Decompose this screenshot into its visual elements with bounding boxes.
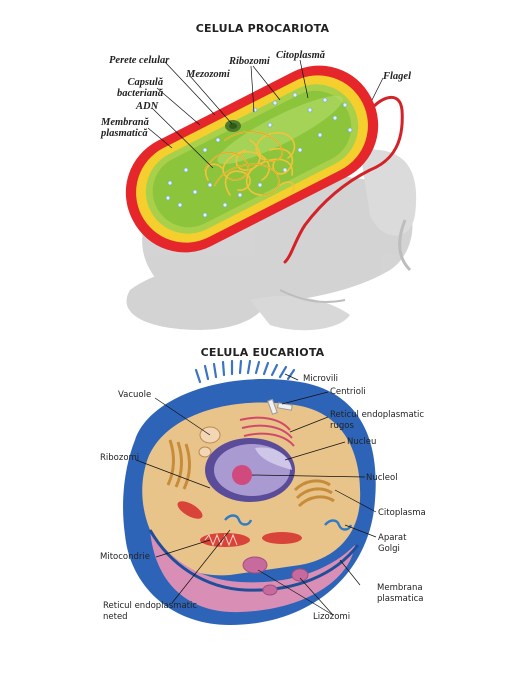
label-smooth-er: Reticul endoplasmatic neted bbox=[103, 601, 197, 623]
rough-er bbox=[239, 416, 295, 447]
prokaryote-title: CELULA PROCARIOTA bbox=[195, 22, 330, 35]
flagellum bbox=[283, 95, 404, 264]
label-lysosomes: Lizozomi bbox=[313, 612, 351, 622]
eukaryote-title: CELULA EUCARIOTA bbox=[200, 346, 325, 359]
label-nucleolus: Nucleol bbox=[366, 473, 398, 483]
label-golgi-line2: Golgi bbox=[378, 544, 400, 554]
eukaryote-leader-lines bbox=[135, 373, 377, 616]
ribosomes-dots bbox=[165, 92, 353, 218]
label-ribosomes: Ribozomi bbox=[229, 56, 270, 67]
label-flagellum: Flagel bbox=[383, 71, 411, 82]
label-nucleus: Nucleu bbox=[347, 437, 377, 447]
golgi-left bbox=[166, 439, 191, 490]
nucleolus bbox=[232, 465, 252, 485]
label-membrane: Membrană plasmatică bbox=[101, 117, 149, 139]
label-cytoplasm: Citoplasmă bbox=[276, 50, 326, 61]
label-rough-er-line2: rugos bbox=[330, 421, 354, 431]
label-capsule-line1: Capsulă bbox=[127, 77, 164, 88]
prokaryote-diagram bbox=[125, 59, 417, 331]
prokaryote-leader-lines bbox=[147, 59, 384, 169]
label-membrane-euk: Membrana plasmatica bbox=[377, 583, 423, 605]
eukaryote-diagram bbox=[123, 360, 377, 625]
flagellum-shadow-2 bbox=[279, 289, 346, 303]
label-smooth-er-line2: neted bbox=[103, 612, 128, 622]
label-ribosomes-euk: Ribozomi bbox=[100, 453, 140, 463]
centrioles bbox=[267, 398, 293, 415]
golgi-right bbox=[293, 479, 335, 508]
label-rough-er-line1: Reticul endoplasmatic bbox=[330, 410, 425, 420]
label-smooth-er-line1: Reticul endoplasmatic bbox=[103, 601, 198, 611]
label-capsule-line2: bacteriană bbox=[117, 88, 164, 99]
label-mitochondria: Mitocondrie bbox=[100, 552, 150, 562]
label-membrane-line2: plasmatică bbox=[101, 128, 148, 139]
mitochondria bbox=[177, 501, 302, 547]
label-capsule: Capsulă bacteriană bbox=[117, 77, 163, 99]
lysosomes bbox=[242, 556, 309, 596]
label-mesosome: Mezozomi bbox=[186, 69, 230, 80]
label-membrane-euk-line2: plasmatica bbox=[377, 594, 424, 604]
label-cytoplasm-euk: Citoplasma bbox=[378, 508, 426, 518]
membrane-rim-lower bbox=[148, 529, 360, 592]
cytoplasm-highlight bbox=[217, 95, 343, 165]
label-membrane-line1: Membrană bbox=[101, 117, 149, 128]
nucleus-cut bbox=[255, 447, 292, 470]
label-golgi: Aparat Golgi bbox=[378, 533, 406, 555]
label-rough-er: Reticul endoplasmatic rugos bbox=[330, 410, 424, 432]
smooth-er bbox=[224, 514, 353, 531]
label-dna: ADN bbox=[136, 101, 159, 112]
lower-cytoplasm bbox=[150, 530, 355, 613]
label-membrane-euk-line1: Membrana bbox=[377, 583, 423, 593]
flagellum-shadow bbox=[398, 219, 412, 272]
microvilli bbox=[194, 360, 296, 384]
label-vacuole: Vacuole bbox=[118, 390, 152, 400]
label-cell-wall: Perete celular bbox=[109, 55, 170, 66]
label-microvilli: Microvili bbox=[303, 374, 338, 384]
label-golgi-line1: Aparat bbox=[378, 533, 407, 543]
label-centrioles: Centrioli bbox=[330, 387, 366, 397]
